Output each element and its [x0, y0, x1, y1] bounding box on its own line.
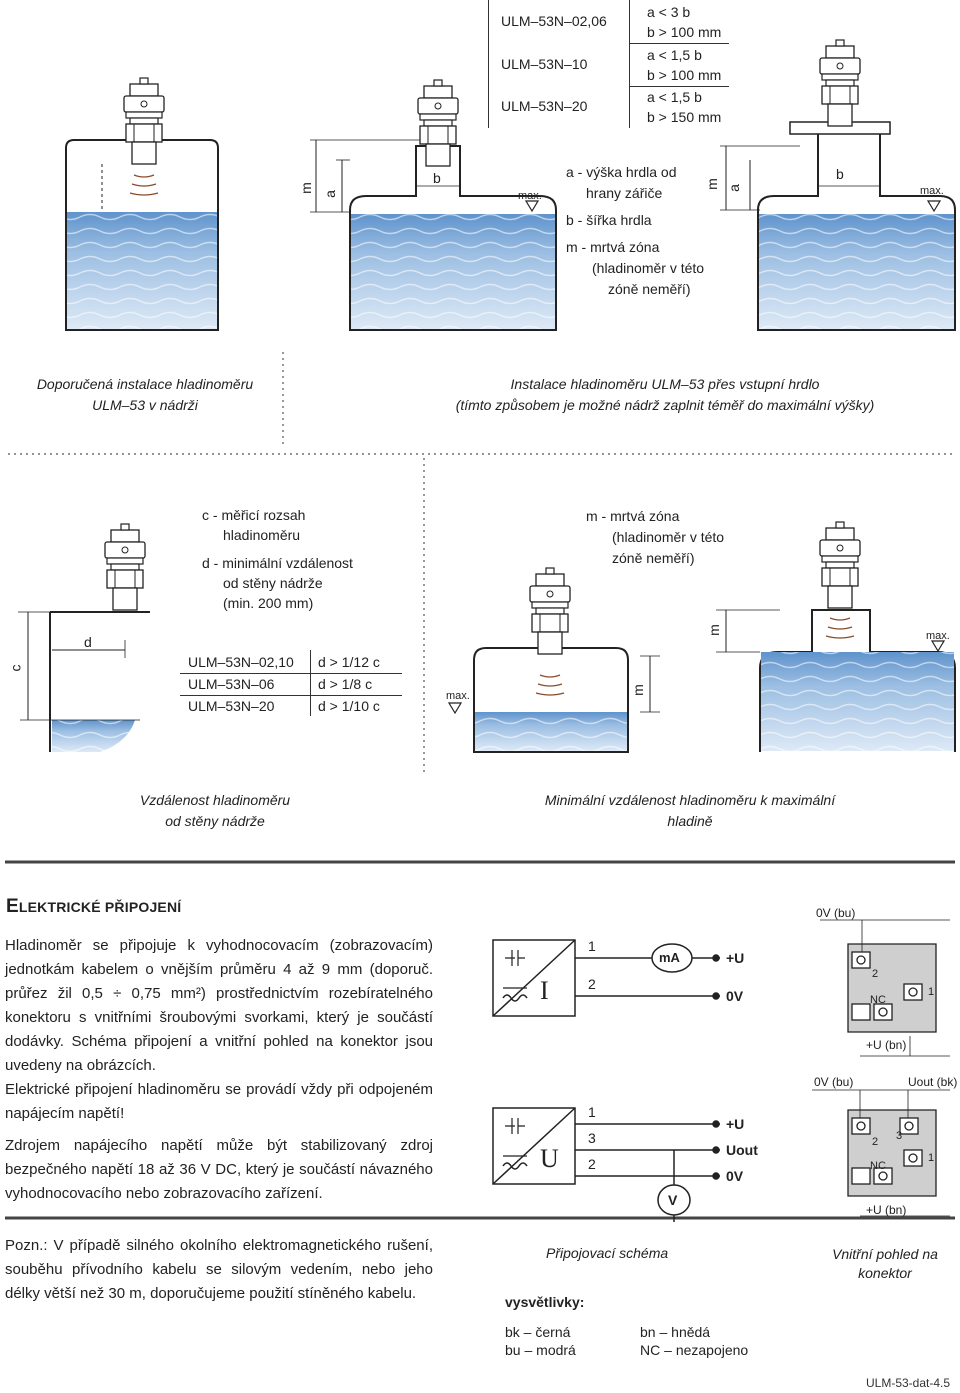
conn2-pin-3: 3 — [896, 1130, 903, 1142]
ammeter-label: mA — [659, 950, 680, 965]
scheme1-box-label: I — [540, 976, 549, 1005]
scheme2-box-label: U — [540, 1144, 559, 1173]
label-max-4: max. — [926, 630, 950, 642]
conn2-pin-1: 1 — [928, 1152, 935, 1164]
label-max-1: max. — [518, 190, 542, 202]
tank-diagram-6 — [716, 521, 956, 752]
label-b-2: b — [836, 166, 844, 182]
conn2-pin-2: 2 — [872, 1136, 879, 1148]
tank-diagram-1 — [65, 77, 219, 331]
legend-left: bk – černá bu – modrá — [505, 1324, 576, 1358]
conn2-top-left-label: 0V (bu) — [814, 1075, 854, 1089]
label-d: d — [84, 634, 92, 650]
paragraph-warning: Elektrické připojení hladinoměru se prov… — [5, 1081, 433, 1122]
label-m-2: m — [703, 178, 720, 190]
section-heading: ELEKTRICKÉ PŘIPOJENÍ — [6, 896, 182, 917]
dotted-separators — [8, 352, 955, 772]
scheme2-terminal-2: 2 — [588, 1156, 596, 1172]
spec-table-mid: ULM–53N–02,10 d > 1/12 c ULM–53N–06 d > … — [180, 650, 402, 716]
conn1-bottom-label: +U (bn) — [866, 1038, 907, 1052]
legend-right: bn – hnědá NC – nezapojeno — [640, 1324, 749, 1358]
conn1-nc: NC — [870, 994, 886, 1006]
tank-diagram-3 — [720, 39, 956, 331]
scheme1-terminal-1: 1 — [588, 938, 596, 954]
scheme1-plus-u: +U — [726, 950, 745, 966]
conn2-top-right-label: Uout (bk) — [908, 1075, 958, 1089]
model-3: ULM–53N–20 — [501, 98, 588, 114]
tank-diagram-4 — [18, 523, 150, 752]
label-m-3: m — [629, 684, 646, 696]
conn1-top-label: 0V (bu) — [816, 906, 856, 920]
label-a-2: a — [725, 184, 742, 192]
label-m-1: m — [297, 182, 314, 194]
scheme2-zero-v: 0V — [726, 1168, 744, 1184]
paragraph-note: Pozn.: V případě silného okolního elektr… — [5, 1237, 433, 1302]
label-max-3: max. — [446, 690, 470, 702]
label-b-1: b — [433, 170, 441, 186]
label-a-1: a — [321, 190, 338, 198]
scheme2-plus-u: +U — [726, 1116, 745, 1132]
wiring-scheme-2 — [492, 1107, 720, 1222]
footer-code: ULM-53-dat-4.5 — [866, 1376, 951, 1390]
voltmeter-label: V — [668, 1192, 678, 1208]
connector-view-2 — [812, 1089, 950, 1217]
caption-neck-install: Instalace hladinoměru ULM–53 přes vstupn… — [455, 376, 875, 413]
caption-min-distance: Minimální vzdálenost hladinoměru k maxim… — [544, 792, 836, 829]
wiring-scheme-1 — [492, 939, 720, 1017]
paragraph-connection: Hladinoměr se připojuje k vyhodnocovacím… — [5, 937, 433, 1074]
model-1: ULM–53N–02,06 — [501, 13, 607, 29]
connector-view-1 — [820, 919, 950, 1057]
scheme1-zero-v: 0V — [726, 988, 744, 1004]
paragraph-power: Zdrojem napájecího napětí může být stabi… — [5, 1137, 433, 1202]
scheme1-terminal-2: 2 — [588, 976, 596, 992]
legend-mid: c - měřicí rozsah hladinoměru d - minimá… — [202, 507, 353, 611]
legend-title: vysvětlivky: — [505, 1294, 585, 1310]
scheme2-uout: Uout — [726, 1142, 758, 1158]
model-2: ULM–53N–10 — [501, 56, 588, 72]
conn2-bottom-label: +U (bn) — [866, 1203, 907, 1217]
tank-diagram-2 — [349, 79, 557, 331]
scheme2-terminal-1: 1 — [588, 1104, 596, 1120]
max-marker-icons — [447, 200, 946, 715]
conn1-pin-2: 2 — [872, 968, 879, 980]
legend-mid-right: m - mrtvá zóna (hladinoměr v této zóně n… — [586, 508, 725, 566]
tank-diagram-5 — [473, 567, 660, 753]
legend-top: a - výška hrdla od hrany zářiče b - šířk… — [566, 164, 705, 297]
label-c: c — [7, 664, 24, 672]
conn1-pin-1: 1 — [928, 986, 935, 998]
conn2-nc: NC — [870, 1160, 886, 1172]
label-m-4: m — [705, 624, 722, 636]
label-max-2: max. — [920, 185, 944, 197]
scheme2-terminal-3: 3 — [588, 1130, 596, 1146]
caption-wiring-scheme: Připojovací schéma — [546, 1245, 669, 1261]
dimension-m-a-1 — [310, 139, 440, 213]
